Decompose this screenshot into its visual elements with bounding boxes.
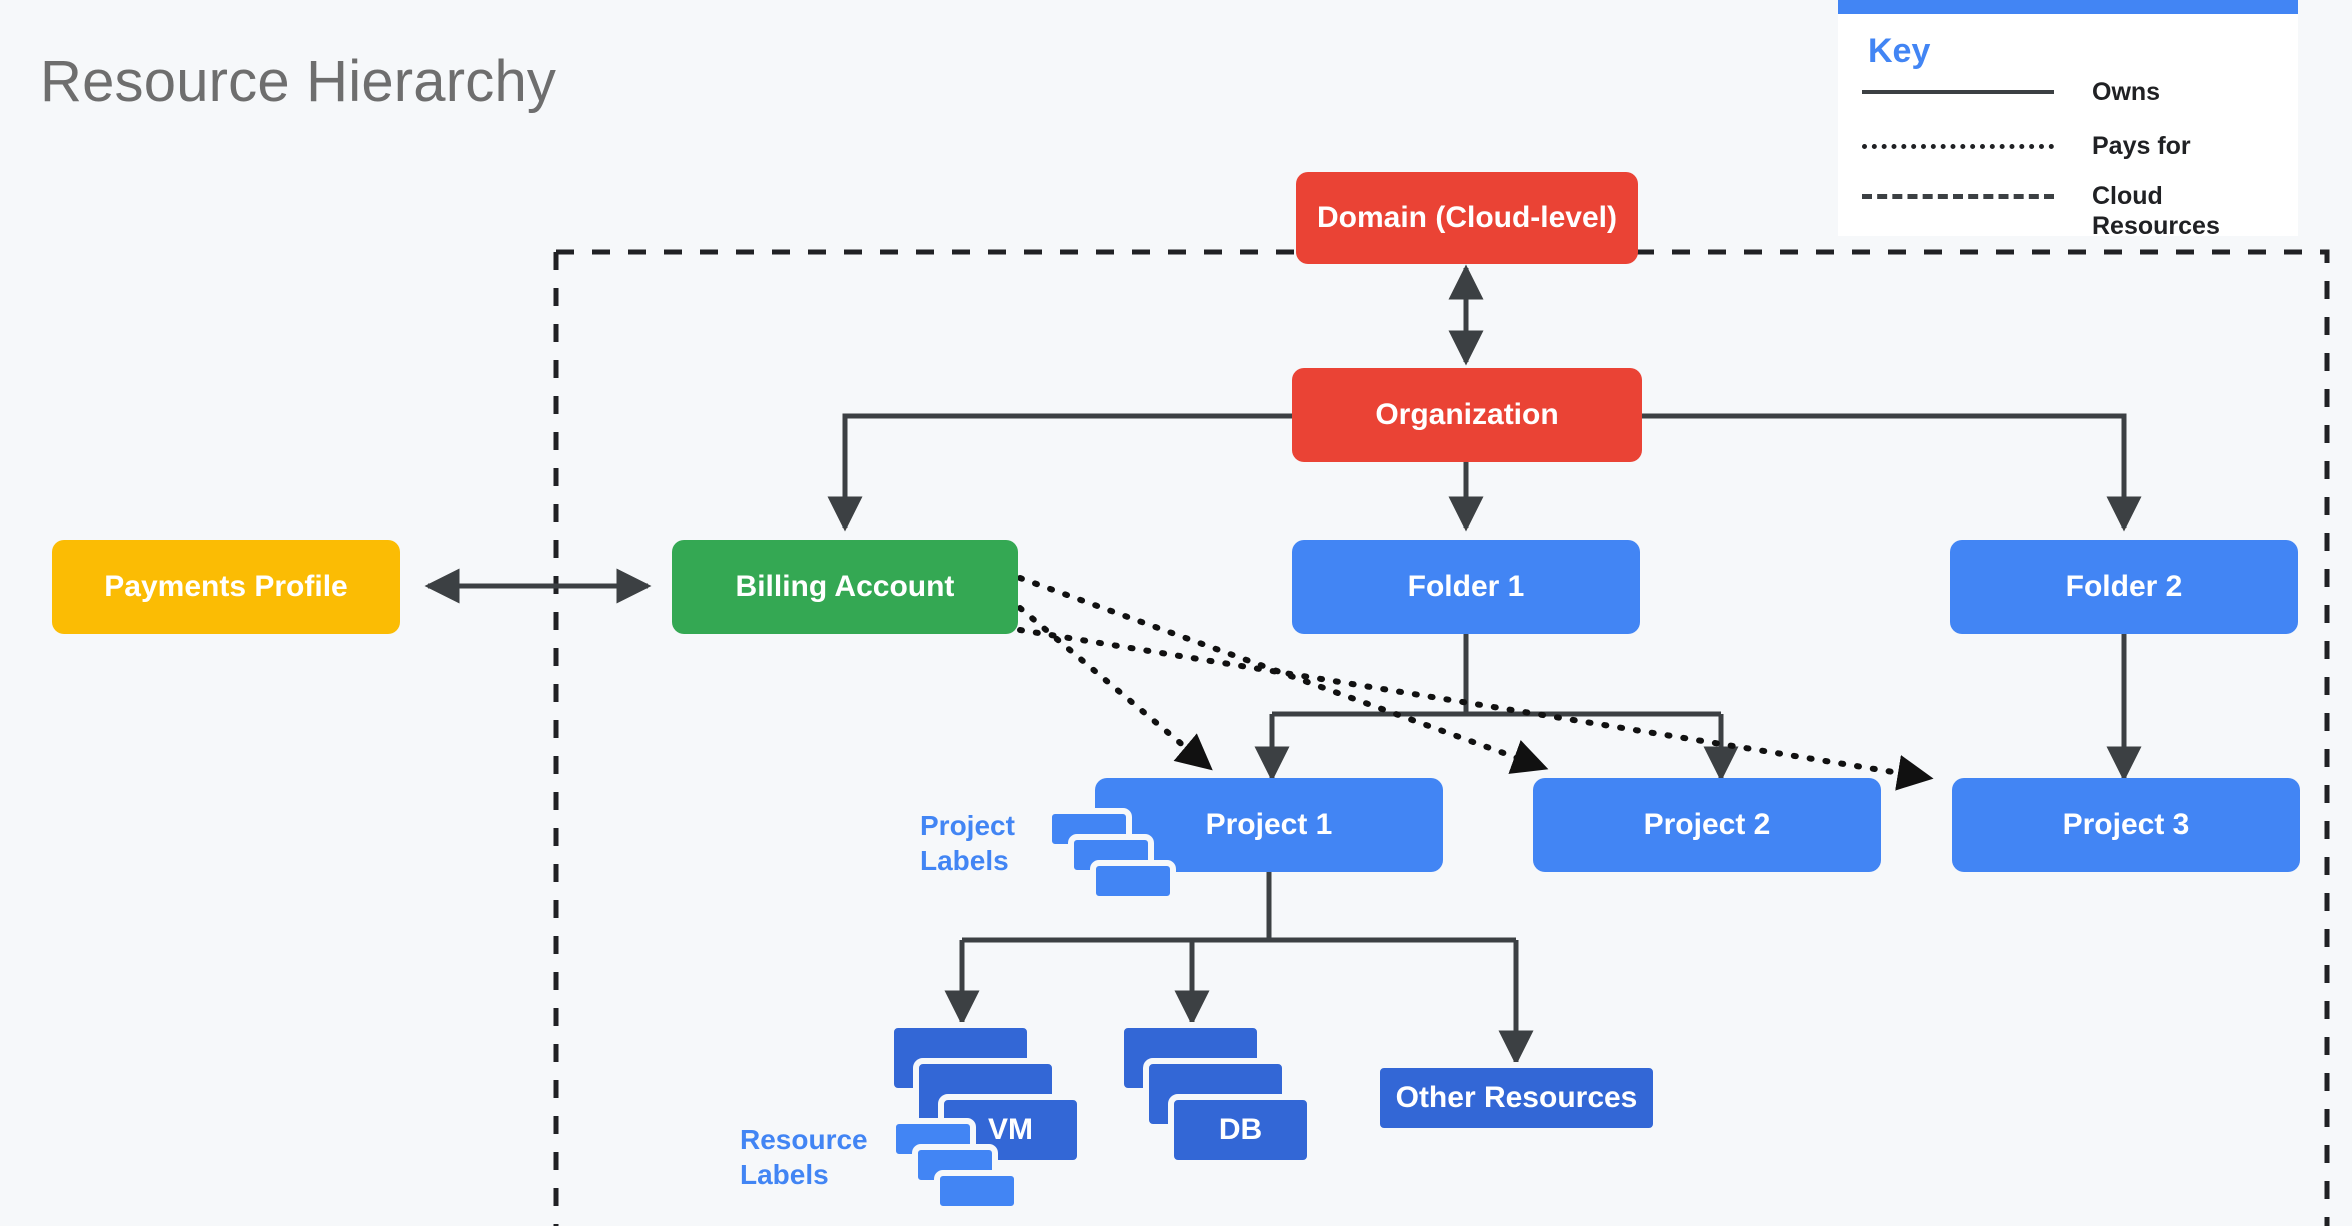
edge-organization-billing: [827, 413, 1292, 532]
node-billing-account-label: Billing Account: [735, 570, 955, 603]
key-row-pays-for: Pays for: [1862, 132, 2282, 162]
key-label-cloud-resources: Cloud Resources: [2092, 182, 2220, 240]
key-title: Key: [1868, 32, 1931, 70]
key-row-cloud-resources: Cloud Resources: [1862, 182, 2282, 241]
node-organization-label: Organization: [1375, 398, 1559, 431]
edge-billing-project3-paysfor: [1017, 627, 1934, 791]
node-project-3[interactable]: Project 3: [1952, 778, 2300, 872]
node-payments-profile-label: Payments Profile: [104, 570, 348, 603]
node-payments-profile[interactable]: Payments Profile: [52, 540, 400, 634]
node-project-1-label: Project 1: [1205, 808, 1333, 841]
solid-line-icon: [1862, 90, 2054, 94]
key-legend: Key Owns Pays for Cloud Resources: [1838, 0, 2298, 240]
other-resources-card: Other Resources: [1374, 1062, 1659, 1134]
node-domain[interactable]: Domain (Cloud-level): [1296, 172, 1638, 264]
node-project-2-label: Project 2: [1643, 808, 1771, 841]
resource-label-chip-3: [934, 1170, 1020, 1212]
node-project-2[interactable]: Project 2: [1533, 778, 1881, 872]
edge-folder1-projects: [1272, 633, 1721, 778]
node-domain-label: Domain (Cloud-level): [1316, 201, 1617, 234]
node-folder-1[interactable]: Folder 1: [1292, 540, 1640, 634]
node-folder-2[interactable]: Folder 2: [1950, 540, 2298, 634]
node-db[interactable]: DB: [1118, 1022, 1338, 1202]
dotted-line-icon: [1862, 144, 2054, 149]
node-other-resources[interactable]: Other Resources: [1374, 1062, 1664, 1142]
key-label-pays-for: Pays for: [2092, 132, 2191, 160]
key-row-owns: Owns: [1862, 78, 2282, 108]
node-folder-2-label: Folder 2: [2065, 570, 2183, 603]
project-label-chip-3: [1090, 860, 1176, 902]
key-accent-bar: [1838, 0, 2298, 14]
resource-labels-chips: [890, 1118, 1020, 1212]
node-db-label: DB: [1218, 1113, 1263, 1146]
db-card-front: DB: [1168, 1094, 1313, 1166]
node-other-resources-label: Other Resources: [1395, 1081, 1638, 1114]
edge-organization-folder2: [1641, 413, 2142, 532]
node-organization[interactable]: Organization: [1292, 368, 1642, 462]
node-billing-account[interactable]: Billing Account: [672, 540, 1018, 634]
edge-billing-project1-paysfor: [1017, 605, 1213, 771]
project-labels-chips: [1046, 808, 1176, 902]
dashed-line-icon: [1862, 194, 2054, 199]
page-title: Resource Hierarchy: [40, 49, 557, 114]
key-label-owns: Owns: [2092, 78, 2161, 106]
node-folder-1-label: Folder 1: [1407, 570, 1525, 603]
node-project-3-label: Project 3: [2062, 808, 2190, 841]
